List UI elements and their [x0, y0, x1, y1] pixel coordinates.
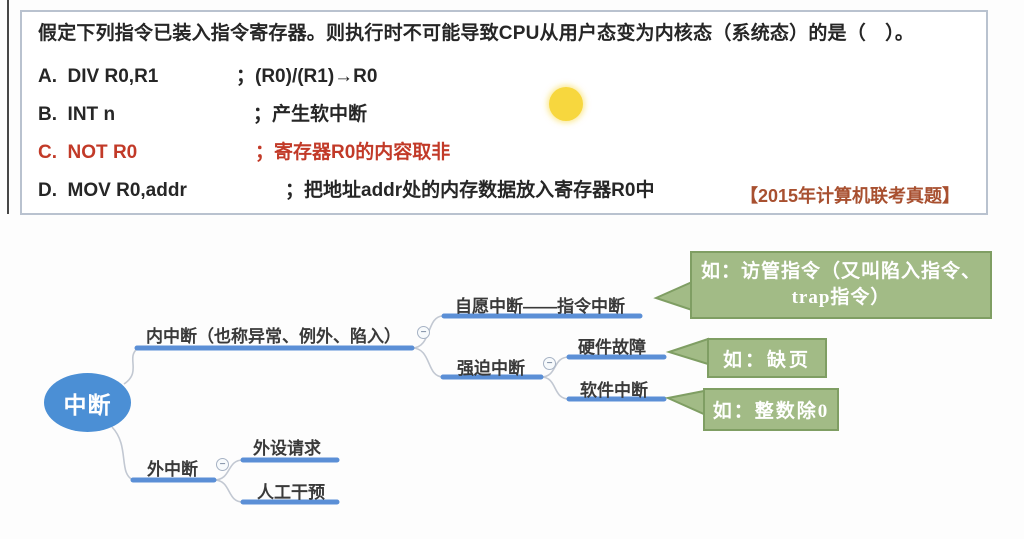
mindmap-root-label: 中断	[63, 391, 112, 418]
option-c-comment: ；寄存器R0的内容取非	[255, 142, 451, 163]
node-hardware-fault[interactable]: 硬件故障	[578, 338, 646, 357]
option-a-code: A. DIV R0,R1	[38, 66, 159, 87]
highlight-dot	[549, 87, 583, 121]
callout-tails	[653, 280, 709, 417]
collapse-icon[interactable]: −	[417, 326, 430, 339]
minus-icon: −	[420, 326, 427, 338]
callout-voluntary-example: 如：访管指令（又叫陷入指令、 trap指令）	[690, 251, 992, 319]
option-d: D. MOV R0,addr ；把地址addr处的内存数据放入寄存器R0中	[38, 175, 970, 202]
question-prompt: 假定下列指令已装入指令寄存器。则执行时不可能导致CPU从用户态变为内核态（系统态…	[38, 23, 915, 44]
option-d-comment: ；把地址addr处的内存数据放入寄存器R0中	[285, 180, 655, 201]
option-b-code: B. INT n	[38, 104, 116, 125]
option-c-code: C. NOT R0	[38, 142, 138, 163]
collapse-icon[interactable]: −	[543, 357, 556, 370]
node-software-interrupt[interactable]: 软件中断	[580, 381, 648, 400]
callout-software-example: 如：整数除0	[703, 388, 839, 431]
node-peripheral-request[interactable]: 外设请求	[253, 439, 321, 458]
option-a: A. DIV R0,R1 ；(R0)/(R1)→R0	[38, 61, 970, 88]
node-voluntary-interrupt[interactable]: 自愿中断——指令中断	[455, 297, 625, 316]
option-b: B. INT n ；产生软中断	[38, 99, 970, 126]
question-card: 假定下列指令已装入指令寄存器。则执行时不可能导致CPU从用户态变为内核态（系统态…	[20, 10, 988, 215]
option-a-comment: ；(R0)/(R1)→R0	[236, 66, 378, 87]
option-b-comment: ；产生软中断	[253, 104, 368, 125]
question-source: 【2015年计算机联考真题】	[739, 186, 960, 206]
option-d-code: D. MOV R0,addr	[38, 180, 187, 201]
left-edge-line	[7, 0, 9, 214]
node-outer-interrupt[interactable]: 外中断	[147, 460, 198, 479]
option-c: C. NOT R0 ；寄存器R0的内容取非	[38, 137, 970, 164]
callout-hardware-example: 如：缺页	[707, 338, 827, 378]
node-forced-interrupt[interactable]: 强迫中断	[457, 359, 525, 378]
minus-icon: −	[219, 458, 226, 470]
node-manual-intervention[interactable]: 人工干预	[257, 483, 325, 502]
node-inner-interrupt[interactable]: 内中断（也称异常、例外、陷入）	[146, 327, 401, 346]
minus-icon: −	[546, 357, 553, 369]
collapse-icon[interactable]: −	[216, 458, 229, 471]
mindmap-root-node[interactable]: 中断	[44, 373, 131, 432]
